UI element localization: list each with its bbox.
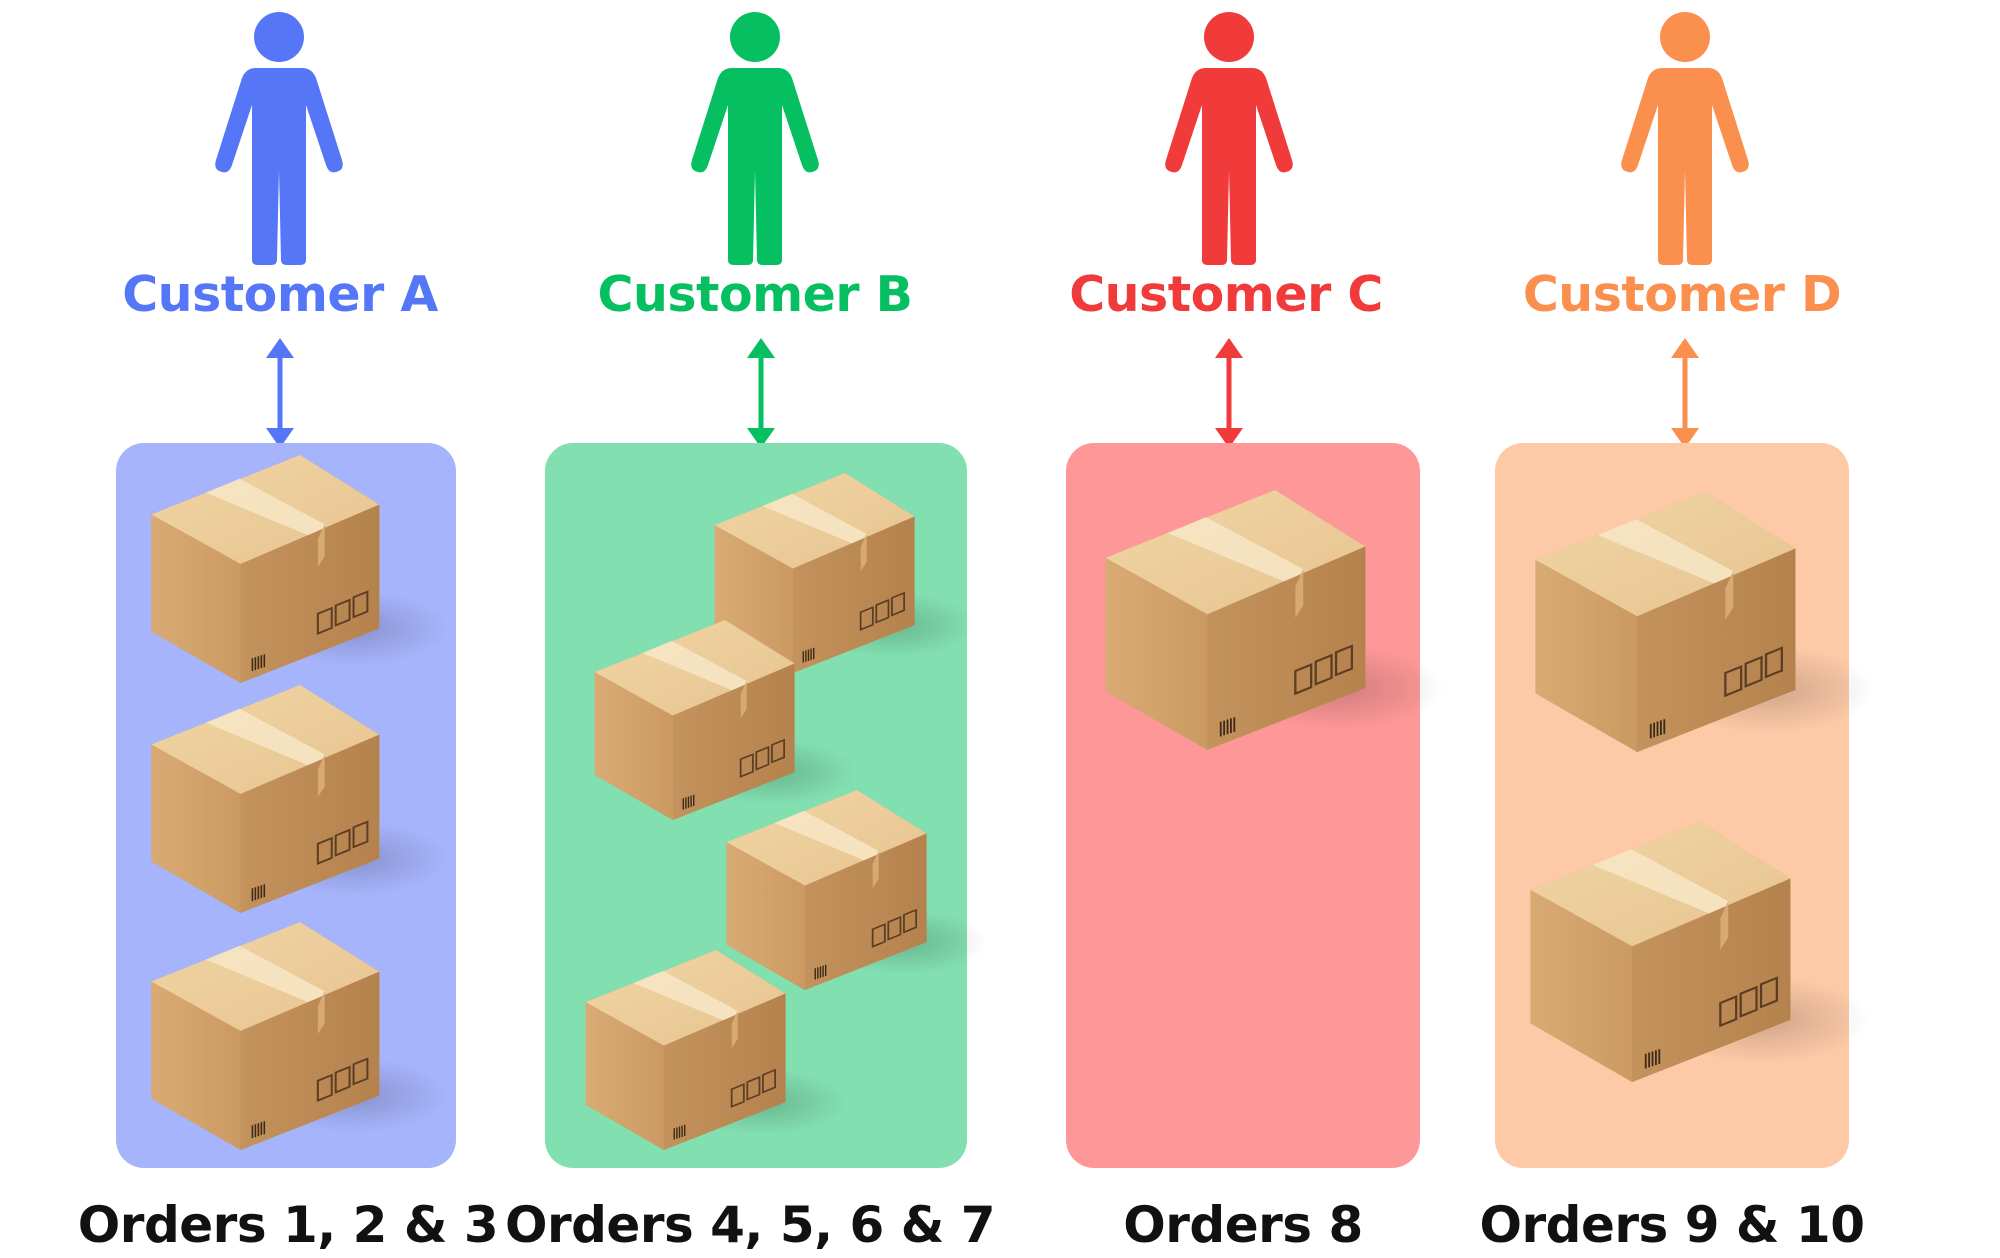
person-icon — [1164, 10, 1294, 265]
double-arrow-icon — [1215, 338, 1243, 448]
person-icon — [1620, 10, 1750, 265]
customer-a-orders-label: Orders 1, 2 & 3 — [77, 1196, 499, 1254]
cardboard-box-icon — [150, 685, 450, 913]
cardboard-box-icon — [150, 922, 450, 1150]
cardboard-box-icon — [1535, 492, 1875, 752]
customer-b-label: Customer B — [597, 266, 913, 323]
cardboard-box-icon — [585, 950, 847, 1150]
person-icon — [214, 10, 344, 265]
customer-d-label: Customer D — [1522, 266, 1842, 323]
cardboard-box-icon — [1105, 490, 1445, 750]
double-arrow-icon — [747, 338, 775, 448]
double-arrow-icon — [266, 338, 294, 448]
customer-b-orders-label: Orders 4, 5, 6 & 7 — [504, 1196, 996, 1254]
customer-d-orders-label: Orders 9 & 10 — [1479, 1196, 1865, 1254]
person-icon — [690, 10, 820, 265]
customer-c-orders-label: Orders 8 — [1123, 1196, 1363, 1254]
customer-a-label: Customer A — [122, 266, 438, 323]
customer-c-label: Customer C — [1069, 266, 1383, 323]
cardboard-box-icon — [150, 455, 450, 683]
cardboard-box-icon — [1530, 822, 1870, 1082]
double-arrow-icon — [1671, 338, 1699, 448]
